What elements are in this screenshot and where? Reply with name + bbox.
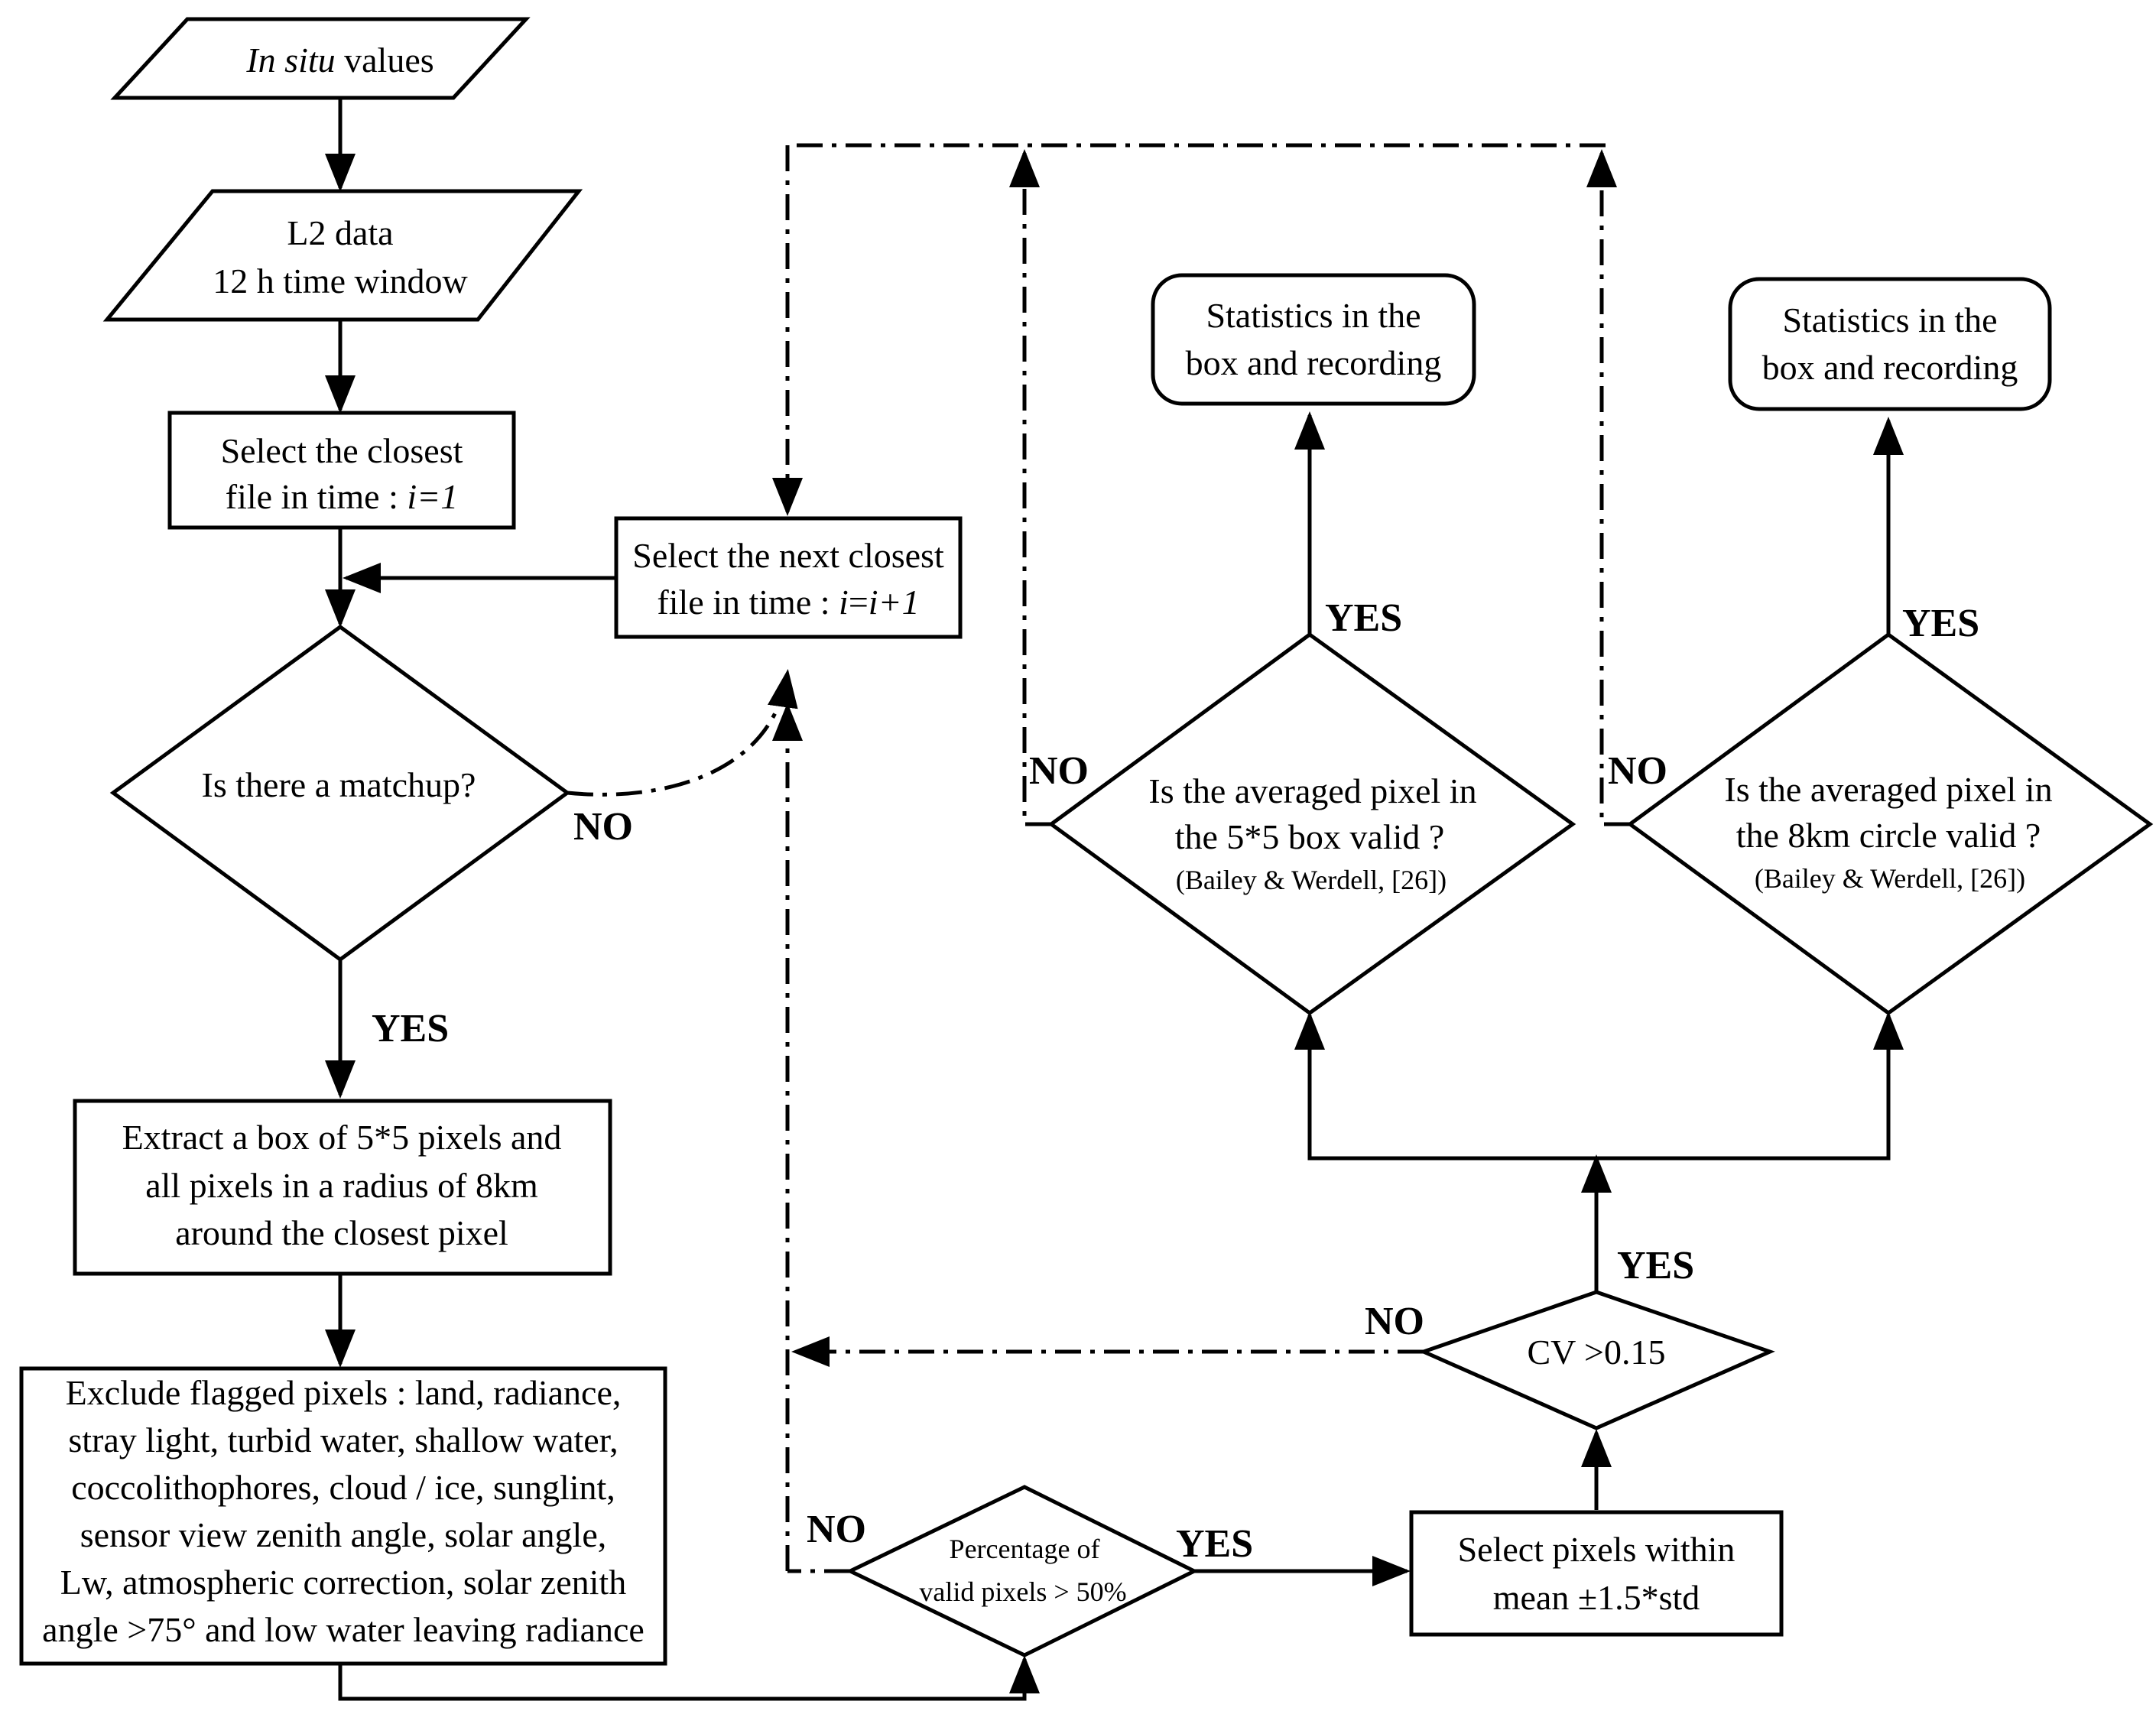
edge-matchup-no <box>567 669 798 797</box>
exclude-line4: sensor view zenith angle, solar angle, <box>80 1515 607 1554</box>
node-cv-decision: CV >0.15 <box>1418 1290 1775 1430</box>
label-cv-yes: YES <box>1617 1244 1694 1287</box>
stats-circle-line1: Statistics in the <box>1782 300 1997 339</box>
select-next-tail: +1 <box>878 583 920 622</box>
label-matchup-yes: YES <box>372 1007 449 1050</box>
extract-line3: around the closest pixel <box>175 1213 508 1252</box>
box-valid-line3: (Bailey & Werdell, [26]) <box>1176 865 1447 895</box>
cv-text: CV >0.15 <box>1527 1333 1665 1372</box>
node-exclude-flagged: Exclude flagged pixels : land, radiance,… <box>19 1366 667 1666</box>
svg-text:file in time : i=i+1: file in time : i=i+1 <box>657 583 919 622</box>
solid-connectors <box>325 99 1904 1701</box>
select-within-line1: Select pixels within <box>1458 1530 1736 1569</box>
node-percentage-decision: Percentage of valid pixels > 50% <box>846 1485 1199 1657</box>
stats-box-line1: Statistics in the <box>1206 296 1421 335</box>
select-next-prefix: file in time : <box>657 583 839 622</box>
exclude-line6: angle >75° and low water leaving radianc… <box>42 1610 645 1649</box>
node-select-next-closest: Select the next closest file in time : i… <box>614 516 963 639</box>
select-next-eq: = <box>849 583 869 622</box>
l2-data-line2: 12 h time window <box>213 261 468 300</box>
node-box-valid-decision: Is the averaged pixel in the 5*5 box val… <box>1047 631 1576 1016</box>
label-percentage-no: NO <box>807 1508 866 1551</box>
node-select-within: Select pixels within mean ±1.5*std <box>1409 1510 1784 1637</box>
exclude-line5: Lw, atmospheric correction, solar zenith <box>60 1563 626 1602</box>
label-cv-no: NO <box>1365 1300 1424 1343</box>
select-closest-line1: Select the closest <box>221 431 463 470</box>
edge-circle-no <box>1586 149 1630 826</box>
label-circle-yes: YES <box>1902 602 1979 645</box>
node-select-closest: Select the closest file in time : i=1 <box>167 411 516 530</box>
exclude-line2: stray light, turbid water, shallow water… <box>68 1420 618 1459</box>
edge-split-to-box <box>1294 1011 1596 1161</box>
box-valid-line2: the 5*5 box valid ? <box>1175 817 1445 856</box>
svg-text:file in time : i=1: file in time : i=1 <box>226 477 458 516</box>
node-extract-box: Extract a box of 5*5 pixels and all pixe… <box>73 1099 612 1276</box>
select-next-math-a: i <box>839 583 849 622</box>
edge-box-no <box>1009 149 1051 826</box>
exclude-line1: Exclude flagged pixels : land, radiance, <box>66 1373 622 1412</box>
select-closest-prefix: file in time : <box>226 477 407 516</box>
node-in-situ-values: In situ values <box>110 17 531 100</box>
svg-text:In situ values: In situ values <box>245 41 433 80</box>
label-box-yes: YES <box>1325 596 1402 640</box>
l2-data-line1: L2 data <box>287 213 393 252</box>
label-box-no: NO <box>1029 749 1089 793</box>
select-next-math-b: i <box>869 583 878 622</box>
in-situ-prefix: In situ <box>245 41 335 80</box>
select-closest-math: i=1 <box>407 477 458 516</box>
node-circle-valid-decision: Is the averaged pixel in the 8km circle … <box>1626 631 2154 1016</box>
select-within-line2: mean ±1.5*std <box>1493 1578 1700 1617</box>
edge-exclude-to-percentage <box>338 1655 1040 1701</box>
node-stats-box: Statistics in the box and recording <box>1151 273 1476 406</box>
node-matchup-decision: Is there a matchup? <box>109 624 571 963</box>
circle-valid-line3: (Bailey & Werdell, [26]) <box>1755 863 2025 894</box>
label-percentage-yes: YES <box>1176 1522 1253 1566</box>
percentage-line2: valid pixels > 50% <box>919 1576 1126 1607</box>
percentage-line1: Percentage of <box>950 1534 1100 1564</box>
node-l2-data: L2 data 12 h time window <box>102 189 583 322</box>
box-valid-line1: Is the averaged pixel in <box>1148 771 1476 810</box>
stats-circle-line2: box and recording <box>1762 348 2018 387</box>
label-circle-no: NO <box>1608 749 1667 793</box>
circle-valid-line2: the 8km circle valid ? <box>1736 816 2041 855</box>
circle-valid-line1: Is the averaged pixel in <box>1724 770 2052 809</box>
edge-split-to-circle <box>1596 1011 1904 1161</box>
in-situ-suffix: values <box>336 41 434 80</box>
node-stats-circle: Statistics in the box and recording <box>1728 277 2052 411</box>
extract-line2: all pixels in a radius of 8km <box>145 1166 538 1205</box>
label-matchup-no: NO <box>573 805 633 849</box>
dashed-connectors <box>567 143 1630 1573</box>
select-next-line1: Select the next closest <box>632 536 944 575</box>
matchup-question: Is there a matchup? <box>202 765 476 804</box>
extract-line1: Extract a box of 5*5 pixels and <box>122 1118 562 1157</box>
exclude-line3: coccolithophores, cloud / ice, sunglint, <box>71 1468 615 1507</box>
stats-box-line2: box and recording <box>1186 343 1442 382</box>
edge-labels: NO YES NO YES NO YES NO YES NO YES <box>372 596 1979 1566</box>
